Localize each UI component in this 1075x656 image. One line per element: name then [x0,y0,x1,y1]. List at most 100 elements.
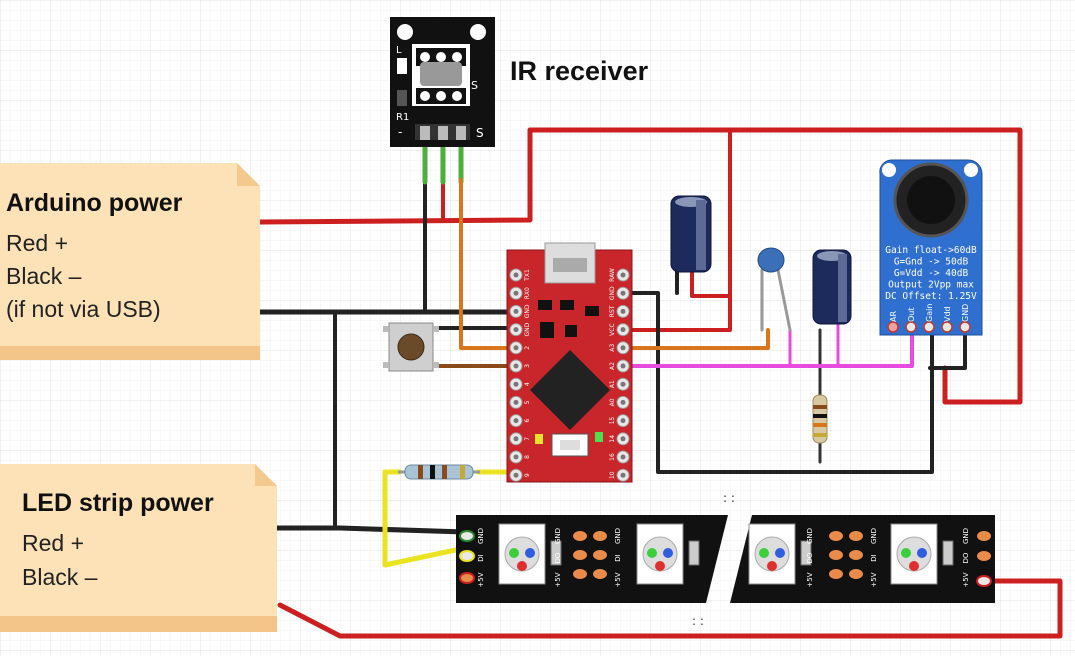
note-arduino-title: Arduino power [6,189,183,217]
note-led-title: LED strip power [22,489,214,517]
arduino-pin-hole [620,345,626,351]
mic-pin [905,321,917,333]
ir-top-s-label: S [471,79,478,92]
strip-pin-label: +5V [477,572,485,587]
arduino-pin-label: VCC [609,323,616,335]
button-cap [397,333,425,361]
strip-cut-mark-top: : : [723,491,735,505]
strip-pin-label: GND [962,528,970,544]
ir-pad [436,52,446,62]
strip-pad [849,531,863,541]
strip-pin-label: DI [870,554,878,561]
smd-component [540,322,554,338]
arduino-pin-hole [513,399,519,405]
strip-pin-label: DO [554,552,562,563]
strip-pin-label: +5V [614,572,622,587]
button-leg [383,326,389,332]
ir-mark-r1: R1 [396,112,409,123]
mic-capsule-inner [907,176,955,224]
arduino-pin-label: A3 [609,344,616,352]
resistor-data [398,464,480,480]
wire-led-power-black [274,525,468,535]
mic-pin [959,321,971,333]
strip-pad [573,531,587,541]
arduino-chip [530,350,610,430]
led-blue-die [663,548,673,558]
arduino-pin-label: A0 [609,398,616,406]
arduino-pin-label: 4 [524,382,531,386]
strip-pin-label: +5V [806,572,814,587]
led-green-die [647,548,657,558]
arduino-pin-hole [620,472,626,478]
arduino-pin-hole [620,418,626,424]
mic-hole-left [882,163,896,177]
led-blue-die [525,548,535,558]
strip-input-pad [459,572,475,584]
mic-pin-label: Vdd [943,306,952,322]
wire-cap-red [690,268,732,298]
button-leg [433,326,439,332]
arduino-pin-hole [620,272,626,278]
mic-info-line: G=Vdd -> 40dB [894,268,969,279]
wire-data-yellow-2 [382,469,468,568]
wire-led-power-red [277,578,1063,639]
ir-receiver-title: IR receiver [510,56,649,86]
arduino-pin-hole [513,472,519,478]
arduino-pin-hole [620,436,626,442]
strip-pin-label: DO [806,552,814,563]
strip-pin-label: GND [554,528,562,544]
arduino-pin-hole [620,454,626,460]
arduino-pin-label: GND [524,322,531,336]
arduino-pin-hole [513,345,519,351]
led-smd-cap [688,540,700,566]
arduino-pin-hole [513,418,519,424]
note-arduino-power: Arduino power Red + Black – (if not via … [0,163,260,360]
strip-pad [573,569,587,579]
ir-pad [436,91,446,101]
strip-cut-mark-bottom: : : [692,614,704,628]
arduino-pin-label: 3 [524,364,531,368]
resistor-band [813,423,827,427]
mic-info-line: G=Gnd -> 50dB [894,257,969,268]
resistor-band [813,405,827,409]
arduino-pin-label: 6 [524,419,531,423]
arduino-pin-hole [620,327,626,333]
strip-pad [593,550,607,560]
ir-sensor-dome [420,62,462,86]
mic-pin [923,321,935,333]
arduino-pin-hole [513,272,519,278]
ir-resistor-r1 [397,90,407,106]
wire-a2-pink [620,334,914,368]
arduino-pin-hole [620,399,626,405]
ceramic-cap-body [757,247,785,273]
mic-pin-label: AR [889,311,898,322]
mic-info-line: DC Offset: 1.25V [885,291,977,302]
note-arduino-footer [0,346,260,360]
mic-pin-label: GND [961,304,970,322]
arduino-pin-label: 9 [524,473,531,477]
strip-pin-label: +5V [962,572,970,587]
mic-hole-right [964,163,978,177]
led-red-die [517,561,527,571]
ir-pad [420,52,430,62]
ir-pin-s: S [476,126,484,140]
smd-component [565,325,577,337]
led-smd-cap [942,540,954,566]
arduino-pin-label: 16 [609,453,616,461]
strip-pin-label: +5V [870,572,878,587]
arduino-pin-label: 5 [524,400,531,404]
wire-ir-signal-orange [459,178,520,350]
resistor-audio [812,394,828,444]
led-green-die [509,548,519,558]
led-yellow [535,434,543,444]
note-led-background [0,464,277,632]
cap2-stripe [838,254,847,322]
ir-pad [452,52,462,62]
mic-info-line: Gain float->60dB [885,245,977,256]
strip-pin-label: DO [962,552,970,563]
strip-pad [573,550,587,560]
arduino-pin-hole [513,363,519,369]
ir-header-pin [438,126,448,140]
